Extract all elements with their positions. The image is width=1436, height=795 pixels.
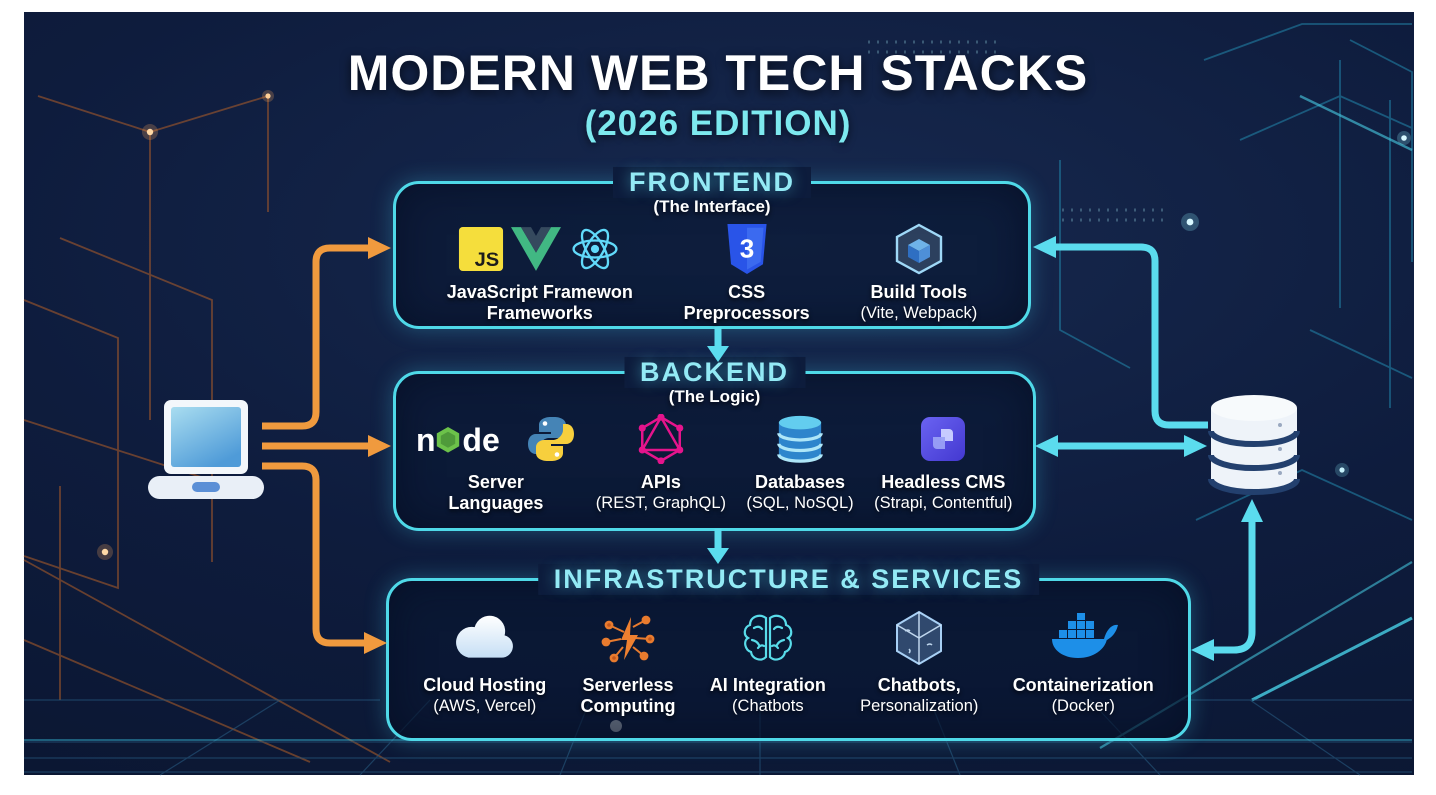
item-sublabel: Personalization) (860, 697, 979, 715)
item-sublabel: (AWS, Vercel) (433, 697, 537, 715)
svg-text:3: 3 (739, 233, 754, 263)
section-backend-tagline: (The Logic) (668, 387, 761, 406)
item-label: Chatbots, (877, 675, 961, 695)
item-label: CSS (728, 282, 766, 302)
item-databases: Databases (SQL, NoSQL) (746, 410, 854, 514)
item-label: Preprocessors (683, 303, 810, 323)
item-ai-integration: AI Integration (Chatbots (710, 605, 826, 717)
item-sublabel: (Vite, Webpack) (860, 304, 978, 322)
item-label: Languages (448, 493, 544, 513)
page-title: MODERN WEB TECH STACKS (347, 45, 1089, 101)
section-infrastructure-items: Cloud Hosting (AWS, Vercel) Serverless C… (389, 605, 1188, 717)
item-label: Serverless (582, 675, 674, 695)
item-sublabel: (SQL, NoSQL) (746, 494, 854, 512)
section-frontend-tagline: (The Interface) (653, 197, 771, 216)
item-label: Computing (580, 696, 676, 716)
item-containerization: Containerization (Docker) (1013, 605, 1154, 717)
section-infrastructure-title: INFRASTRUCTURE & SERVICES (537, 563, 1040, 595)
svg-text:n: n (416, 422, 436, 458)
section-frontend: FRONTEND (The Interface) JS JavaScript F… (393, 166, 1031, 329)
ai-brain-icon (739, 610, 797, 671)
python-icon (527, 415, 575, 468)
item-label: JavaScript Framewon (446, 282, 633, 302)
cloud-icon (452, 615, 518, 666)
react-icon (568, 224, 622, 279)
chatbot-cube-icon (891, 609, 947, 672)
section-frontend-items: JS JavaScript Framewon Frameworks 3 CSS … (396, 220, 1028, 324)
item-chatbots-personalization: Chatbots, Personalization) (860, 605, 978, 717)
item-label: Server (467, 472, 524, 492)
section-infrastructure: INFRASTRUCTURE & SERVICES Cloud Hosting … (386, 563, 1191, 741)
item-javascript-frameworks: JS JavaScript Framewon Frameworks (447, 220, 633, 324)
section-frontend-title: FRONTEND (613, 166, 811, 198)
page-subtitle: (2026 EDITION) (584, 104, 852, 143)
database-cylinder-icon (775, 413, 825, 470)
item-build-tools: Build Tools (Vite, Webpack) (860, 220, 977, 324)
item-cloud-hosting: Cloud Hosting (AWS, Vercel) (423, 605, 546, 717)
svg-text:de: de (463, 422, 500, 458)
item-sublabel: (Chatbots (732, 697, 804, 715)
item-sublabel: (Docker) (1051, 697, 1115, 715)
item-apis: APIs (REST, GraphQL) (596, 410, 726, 514)
item-sublabel: (REST, GraphQL) (595, 494, 726, 512)
docker-icon (1047, 612, 1119, 668)
vuejs-icon (510, 226, 561, 276)
webpack-icon (893, 223, 945, 280)
item-label: APIs (640, 472, 681, 492)
css3-icon: 3 (725, 223, 769, 279)
svg-text:JS: JS (474, 249, 499, 271)
javascript-icon: JS (458, 226, 504, 277)
item-label: Cloud Hosting (423, 675, 547, 695)
laptop-icon (146, 398, 266, 507)
strapi-icon (919, 415, 967, 468)
item-label: Headless CMS (881, 472, 1006, 492)
item-label: Build Tools (870, 282, 968, 302)
graphql-icon (636, 413, 686, 469)
item-label: Databases (755, 472, 846, 492)
item-serverless-computing: Serverless Computing (581, 605, 676, 717)
database-icon (1208, 393, 1300, 502)
serverless-icon (600, 610, 656, 671)
section-backend-title: BACKEND (624, 356, 805, 388)
item-label: Frameworks (486, 303, 593, 323)
item-label: Containerization (1012, 675, 1154, 695)
item-css-preprocessors: 3 CSS Preprocessors (684, 220, 810, 324)
item-sublabel: (Strapi, Contentful) (874, 494, 1013, 512)
item-headless-cms: Headless CMS (Strapi, Contentful) (874, 410, 1013, 514)
item-label: AI Integration (709, 675, 826, 695)
